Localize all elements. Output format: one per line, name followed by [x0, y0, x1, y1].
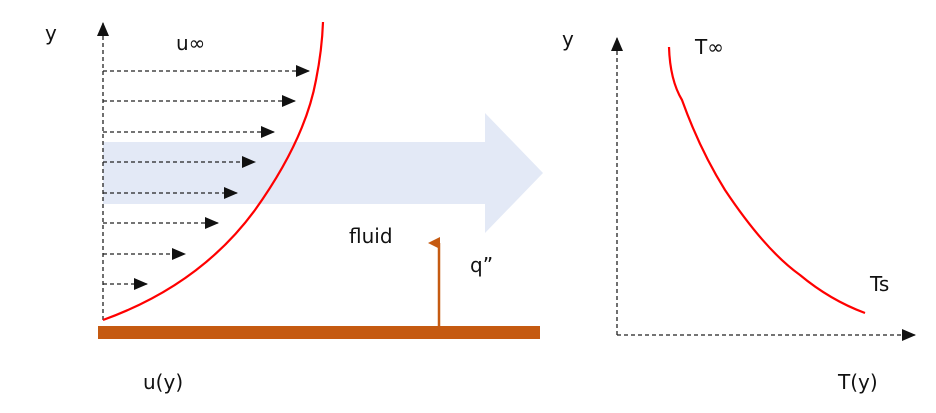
- fluid-label: fluid: [349, 224, 393, 248]
- free-stream-velocity-label: u∞: [176, 31, 205, 55]
- free-stream-temperature-label: T∞: [694, 35, 724, 59]
- velocity-vectors: [103, 65, 310, 290]
- temperature-profile-curve: [667, 46, 866, 315]
- temperature-x-axis-label: T(y): [837, 370, 878, 394]
- surface-temperature-label: Ts: [869, 272, 889, 296]
- flow-direction-arrow: [103, 113, 543, 233]
- velocity-y-axis-label: y: [45, 21, 57, 45]
- velocity-profile-curve: [102, 21, 325, 322]
- temperature-y-axis-label: y: [562, 27, 574, 51]
- velocity-x-axis-label: u(y): [143, 370, 183, 394]
- heat-flux-label: q”: [470, 253, 493, 277]
- heated-plate: [98, 326, 540, 339]
